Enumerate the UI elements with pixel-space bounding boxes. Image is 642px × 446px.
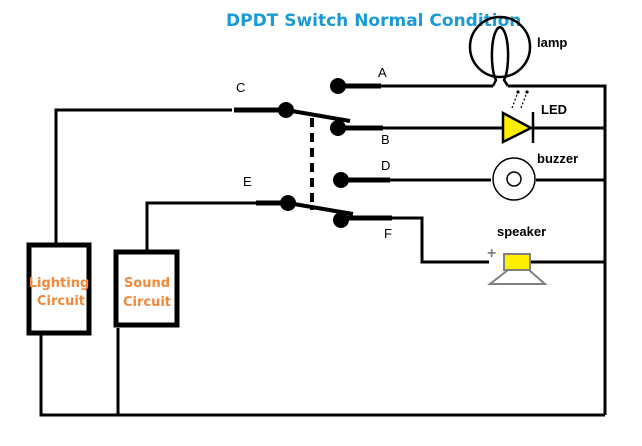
wire-e-to-sound [145,201,257,250]
terminal-f-contact [333,212,349,228]
lamp-label: lamp [537,35,567,50]
speaker-polarity: + [487,245,496,262]
led-ray-tip-2 [525,90,529,94]
terminal-label-a: A [378,65,387,80]
terminal-label-b: B [381,132,390,147]
pole-1-blade [285,108,351,123]
wires [39,84,607,417]
speaker-cone [487,269,548,285]
wire-right-rail [508,84,607,415]
terminal-d-contact [333,172,349,188]
buzzer-inner [506,171,522,187]
lighting-circuit-box [26,242,92,336]
led-ray-tip-1 [516,90,520,94]
lamp-filament [490,25,510,87]
buzzer-icon [492,157,536,201]
buzzer-label: buzzer [537,151,578,166]
wire-f-to-speaker [345,216,489,264]
lighting-circuit-label-line2: Circuit [37,294,85,309]
terminal-label-f: F [384,226,392,241]
terminal-label-d: D [381,158,390,173]
speaker-icon [487,253,548,285]
wire-c-to-lighting [54,108,232,243]
sound-circuit-label-line1: Sound [124,276,170,291]
sound-circuit-label-line2: Circuit [123,295,171,310]
dpdt-switch [278,78,354,228]
terminal-label-c: C [236,80,245,95]
led-icon [501,90,535,145]
diagram-title: DPDT Switch Normal Condition [226,11,521,31]
lighting-circuit-label-line1: Lighting [29,276,90,291]
sound-circuit-box [113,249,180,328]
led-ray-2 [520,91,528,109]
terminal-label-e: E [243,174,252,189]
lamp-icon [468,15,532,87]
wire-bottom-return [39,335,605,417]
speaker-magnet [503,253,531,271]
led-triangle [501,110,534,145]
speaker-label: speaker [497,224,546,239]
terminal-a-contact [330,78,346,94]
terminal-b-contact [330,120,346,136]
lamp-bulb [468,15,532,79]
led-ray-1 [511,91,519,109]
led-label: LED [541,102,567,117]
